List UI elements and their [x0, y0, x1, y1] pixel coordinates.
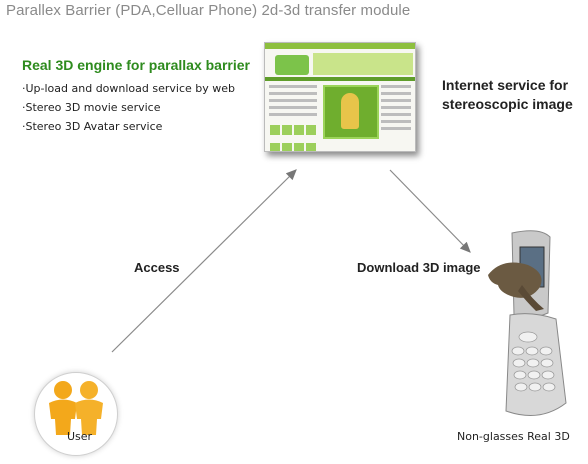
website-screenshot-icon	[264, 42, 416, 152]
access-label: Access	[134, 260, 180, 275]
download-arrow	[389, 169, 471, 253]
internet-service-line-1: Internet service for	[442, 77, 569, 93]
engine-title: Real 3D engine for parallax barrier	[22, 57, 250, 73]
internet-service-line-2: stereoscopic image	[442, 96, 573, 112]
user-label: User	[67, 430, 93, 443]
engine-bullet-list: ·Up-load and download service by web ·St…	[22, 79, 235, 136]
engine-bullet: ·Stereo 3D Avatar service	[22, 120, 163, 133]
engine-bullet: ·Up-load and download service by web	[22, 82, 236, 95]
download-label: Download 3D image	[357, 260, 481, 275]
phone-node	[470, 225, 580, 425]
flip-phone-icon	[488, 230, 567, 416]
user-node	[34, 372, 118, 456]
page-title: Parallex Barrier (PDA,Celluar Phone) 2d-…	[6, 2, 411, 19]
phone-label: Non-glasses Real 3D	[457, 430, 570, 443]
internet-service-label: Internet service for stereoscopic image	[442, 76, 573, 114]
user-pair-icon	[49, 381, 103, 435]
access-arrow	[111, 169, 297, 353]
engine-bullet: ·Stereo 3D movie service	[22, 101, 161, 114]
